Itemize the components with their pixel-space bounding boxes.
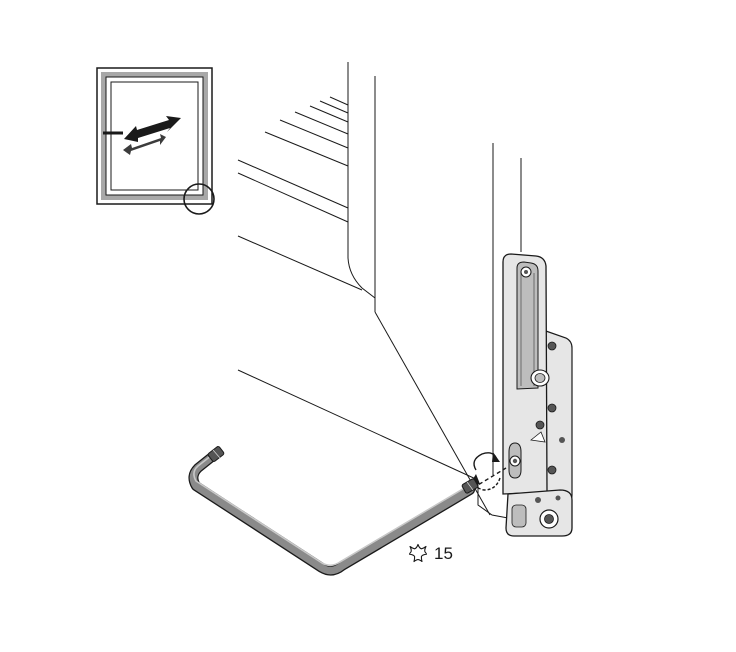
hinge-assembly [502, 253, 573, 537]
torx-l-key [188, 446, 479, 576]
window-inset-thumbnail [96, 67, 213, 205]
torx-size-label: 15 [408, 542, 453, 564]
window-frame-drawing [237, 62, 522, 519]
hinge-location-circle [183, 183, 215, 215]
adjust-direction-arrows-icon [123, 116, 181, 155]
torx-size-value: 15 [434, 543, 453, 563]
torx-star-icon [408, 543, 428, 563]
